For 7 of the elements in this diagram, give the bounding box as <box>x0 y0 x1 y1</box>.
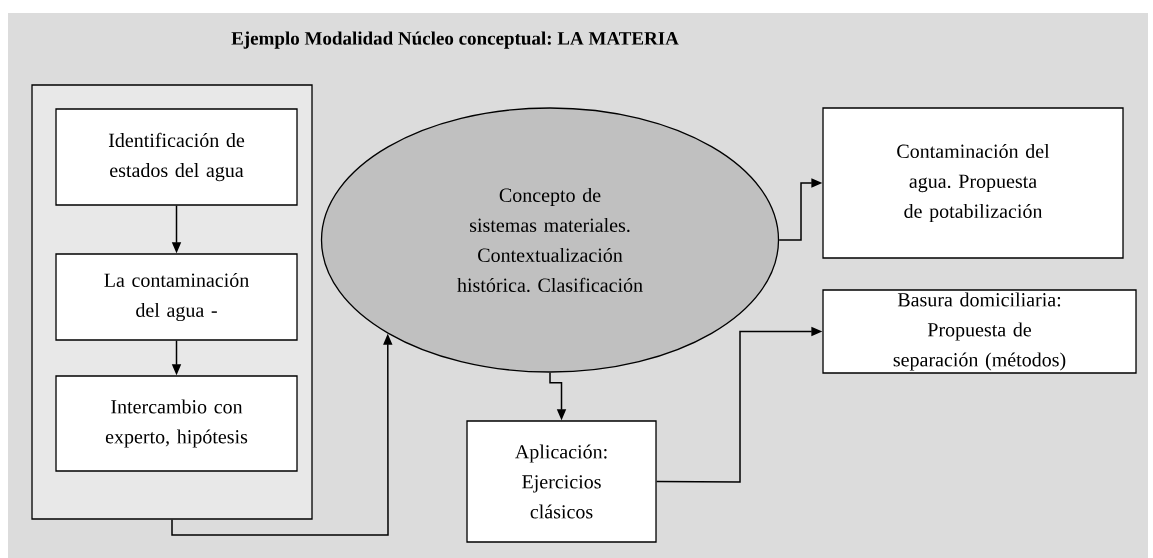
process-box: La contaminación del agua - <box>55 253 298 341</box>
process-box: Identificación de estados del agua <box>55 108 298 206</box>
process-box: Basura domiciliaria: Propuesta de separación (métodos) <box>822 289 1137 374</box>
process-box: Contaminación del agua. Propuesta de potabilización <box>822 107 1124 259</box>
process-box: Intercambio con experto, hipótesis <box>55 375 298 472</box>
title: Ejemplo Modalidad Núcleo conceptual: LA MATERIA <box>231 31 679 49</box>
process-box: Aplicación: Ejercicios clásicos <box>466 420 657 543</box>
